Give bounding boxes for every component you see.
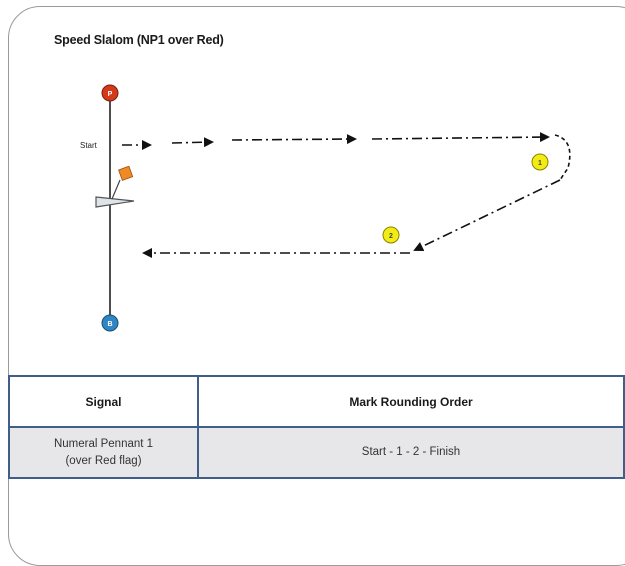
course-diagram: P B Start 1 2 bbox=[80, 84, 571, 332]
signal-line-1: Numeral Pennant 1 bbox=[53, 437, 154, 450]
mark-1-label: 1 bbox=[538, 160, 542, 167]
flag-icon bbox=[118, 165, 134, 181]
signal-cell: Numeral Pennant 1 (over Red flag) bbox=[8, 426, 199, 479]
start-label: Start bbox=[80, 141, 98, 150]
committee-boat-icon bbox=[95, 196, 135, 208]
table-row: Numeral Pennant 1 (over Red flag) Start … bbox=[8, 426, 625, 479]
mark-2-label: 2 bbox=[389, 233, 393, 240]
header-signal: Signal bbox=[8, 375, 199, 428]
flag-pole bbox=[111, 179, 121, 200]
order-cell: Start - 1 - 2 - Finish bbox=[197, 426, 625, 479]
signal-table: Signal Mark Rounding Order Numeral Penna… bbox=[8, 375, 625, 479]
mark-1-buoy bbox=[531, 153, 549, 171]
pin-top-buoy bbox=[101, 84, 119, 102]
pin-bottom-buoy bbox=[101, 314, 119, 332]
signal-table-wrapper: Signal Mark Rounding Order Numeral Penna… bbox=[8, 375, 625, 479]
pin-top-label: P bbox=[108, 91, 113, 98]
header-mark-rounding-order: Mark Rounding Order bbox=[197, 375, 625, 428]
mark-2-buoy bbox=[382, 226, 400, 244]
diagram-title: Speed Slalom (NP1 over Red) bbox=[54, 33, 224, 47]
course-leg-outbound bbox=[122, 132, 550, 150]
signal-line-2: (over Red flag) bbox=[65, 454, 142, 467]
mark-1-rounding bbox=[554, 134, 571, 181]
pin-bottom-label: B bbox=[107, 321, 112, 328]
table-header-row: Signal Mark Rounding Order bbox=[8, 375, 625, 428]
course-leg-reach bbox=[413, 179, 561, 252]
